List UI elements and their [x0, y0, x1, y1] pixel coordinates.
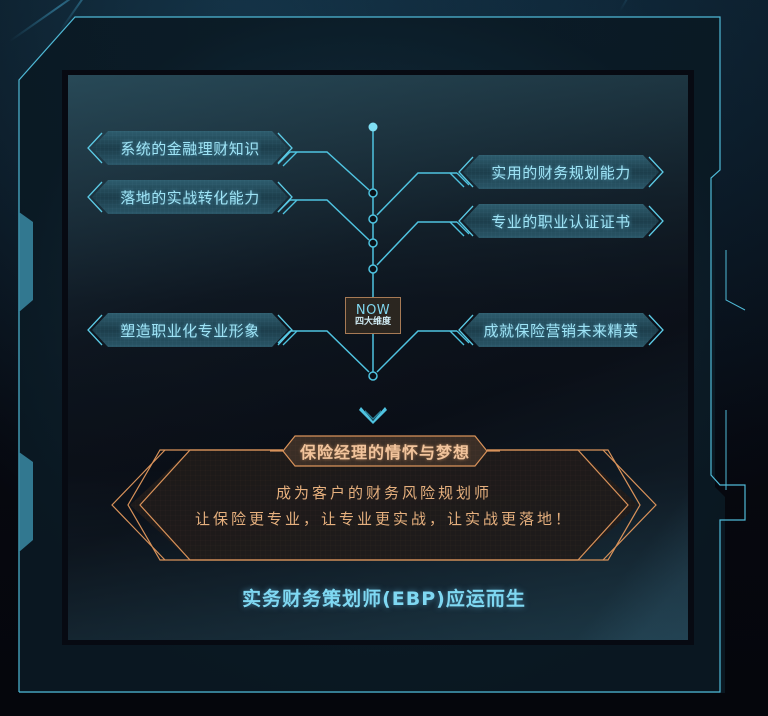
- tag-professional-image: 塑造职业化专业形象: [92, 313, 288, 347]
- tag-practical-conversion: 落地的实战转化能力: [92, 180, 288, 214]
- tag-label: 系统的金融理财知识: [120, 139, 260, 158]
- tag-certification: 专业的职业认证证书: [463, 204, 659, 238]
- tag-financial-knowledge: 系统的金融理财知识: [92, 131, 288, 165]
- tag-financial-planning: 实用的财务规划能力: [463, 155, 659, 189]
- tag-label: 专业的职业认证证书: [491, 212, 631, 231]
- dream-line-2: 让保险更专业，让专业更实战，让实战更落地！: [194, 510, 573, 528]
- now-badge-title: NOW: [355, 302, 391, 318]
- dream-panel-text: 成为客户的财务风险规划师 让保险更专业，让专业更实战，让实战更落地！: [140, 480, 628, 532]
- dream-panel-title: 保险经理的情怀与梦想: [299, 443, 470, 462]
- tag-label: 成就保险营销未来精英: [483, 321, 639, 340]
- tag-label: 塑造职业化专业形象: [120, 321, 260, 340]
- tag-label: 落地的实战转化能力: [120, 188, 260, 207]
- tag-label: 实用的财务规划能力: [491, 163, 631, 182]
- now-badge: NOW 四大维度: [345, 297, 401, 334]
- tag-future-elite: 成就保险营销未来精英: [463, 313, 659, 347]
- footer-headline: 实务财务策划师(EBP)应运而生: [242, 588, 526, 610]
- dream-line-1: 成为客户的财务风险规划师: [275, 484, 492, 502]
- now-badge-subtitle: 四大维度: [354, 316, 391, 327]
